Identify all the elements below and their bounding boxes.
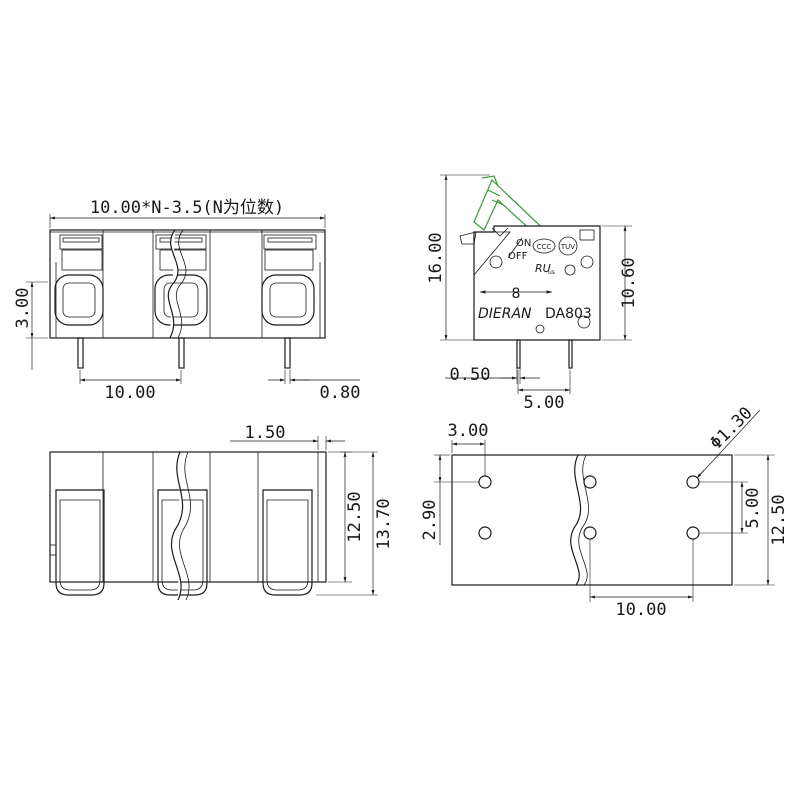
dim-bottom-total-height: 13.70 xyxy=(374,498,394,549)
bottom-view: 1.50 12.50 13.70 xyxy=(49,423,394,601)
side-pin-rear xyxy=(568,339,573,369)
dim-pcb-hole-diameter: Φ1.30 xyxy=(706,403,756,453)
svg-text:RU: RU xyxy=(535,262,551,275)
bottom-body xyxy=(49,451,327,583)
svg-text:OFF: OFF xyxy=(508,251,528,262)
dim-side-total-height: 16.00 xyxy=(426,232,446,283)
side-view: ON OFF CCC TUV RU us 8 DIERAN DA803 xyxy=(426,174,639,413)
hole-diameter-leader xyxy=(696,409,761,479)
dim-pcb-hole-offset: 3.00 xyxy=(448,421,489,441)
svg-text:8: 8 xyxy=(512,286,521,302)
pcb-outline xyxy=(451,454,733,586)
dim-front-pitch: 10.00 xyxy=(104,383,155,403)
dim-bottom-inner-height: 12.50 xyxy=(345,491,365,542)
front-cavity-1 xyxy=(54,234,104,326)
dim-bottom-offset: 1.50 xyxy=(245,423,286,443)
side-hole-left xyxy=(489,255,503,269)
front-break-line xyxy=(167,229,179,339)
pcb-hole-3 xyxy=(583,475,597,489)
bottom-contact-2 xyxy=(157,489,208,596)
bottom-contact-3 xyxy=(262,489,313,596)
dim-pcb-edge-offset: 2.90 xyxy=(420,500,440,541)
dim-pcb-row-spacing: 5.00 xyxy=(743,488,763,529)
ccc-mark: CCC xyxy=(532,238,556,254)
side-hole-right xyxy=(580,255,594,269)
front-pin-3 xyxy=(284,337,291,369)
dim-pin-spacing: 5.00 xyxy=(524,393,565,413)
dim-pin-width: 0.80 xyxy=(320,383,361,403)
ul-mark: RU us xyxy=(535,262,555,276)
dim-pcb-height: 12.50 xyxy=(769,494,789,545)
bottom-break-line xyxy=(170,451,184,601)
tuv-mark: TUV xyxy=(558,236,578,256)
front-cavity-3 xyxy=(261,234,317,326)
svg-text:us: us xyxy=(548,269,555,276)
wire-strip-marker: 8 xyxy=(480,286,552,302)
front-view: 10.00*N-3.5(N为位数) 3.00 10.00 0.80 xyxy=(13,198,360,403)
pcb-break-line xyxy=(570,454,582,586)
front-pin-1 xyxy=(77,337,84,369)
dim-pitch-formula: 10.00*N-3.5(N为位数) xyxy=(90,198,284,218)
pcb-hole-2 xyxy=(478,526,492,540)
dim-front-height: 3.00 xyxy=(13,288,33,329)
front-body xyxy=(49,229,326,339)
pcb-layout-view: 3.00 Φ1.30 2.90 5.00 12.50 10.00 xyxy=(420,403,789,620)
dim-pcb-pitch: 10.00 xyxy=(615,600,666,620)
dim-side-body-height: 10.60 xyxy=(619,257,639,308)
on-off-marking: ON OFF xyxy=(507,237,531,262)
model-label: DA803 xyxy=(545,306,592,322)
dim-pin-thickness: 0.50 xyxy=(450,365,491,385)
brand-label: DIERAN xyxy=(478,306,532,322)
bottom-contact-1 xyxy=(55,489,105,596)
front-pin-2 xyxy=(178,337,185,369)
svg-text:TUV: TUV xyxy=(560,243,575,251)
side-pin-front xyxy=(516,339,521,369)
svg-text:ON: ON xyxy=(516,238,531,249)
svg-text:CCC: CCC xyxy=(537,243,552,251)
